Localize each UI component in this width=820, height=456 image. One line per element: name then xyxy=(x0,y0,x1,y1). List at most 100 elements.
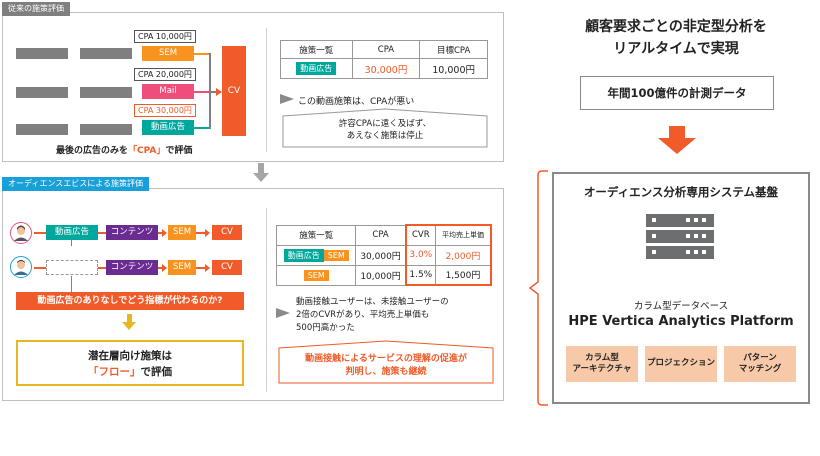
traditional-evaluation-tab: 従来の施策評価 xyxy=(2,2,70,16)
bottom-note-line2: 2倍のCVRがあり、平均売上単価も xyxy=(296,310,430,320)
missing-ad-placeholder xyxy=(46,260,98,275)
flow-line xyxy=(34,232,46,234)
placeholder-bar xyxy=(80,87,132,98)
cpa-label-mail: CPA 20,000円 xyxy=(134,68,196,81)
flow-line xyxy=(158,232,164,234)
feature-columnar-architecture: カラム型 アーキテクチャ xyxy=(566,346,638,382)
table-header: CPA xyxy=(355,224,407,246)
video-ad-tag: 動画広告 xyxy=(283,248,324,262)
result-line1: 潜在層向け施策は xyxy=(88,350,172,362)
down-arrow-icon xyxy=(122,322,136,330)
flow-cv: CV xyxy=(212,260,242,275)
user-icon xyxy=(10,256,32,278)
flow-sem: SEM xyxy=(168,260,196,275)
right-title-line2: リアルタイムで実現 xyxy=(613,41,739,57)
flow-content: コンテンツ xyxy=(106,260,158,275)
result-post: で評価 xyxy=(140,366,173,378)
result-line2: 「フロー」で評価 xyxy=(16,364,244,379)
server-rack xyxy=(646,214,714,227)
arrow-right-icon xyxy=(205,264,210,272)
down-arrow-shaft xyxy=(669,126,685,138)
table-cell: 30,000円 xyxy=(351,58,421,79)
top-cpa-table: 施策一覧 CPA 目標CPA 動画広告 30,000円 10,000円 xyxy=(280,40,488,79)
audience-ebis-tab: オーディエンスエビスによる施策評価 xyxy=(2,177,150,191)
flow-line xyxy=(196,232,206,234)
arrow-right-icon xyxy=(280,94,294,104)
bottom-conclusion-box xyxy=(278,340,494,384)
caption-post: で評価 xyxy=(165,146,193,156)
measurement-data-box xyxy=(580,76,774,110)
top-caption: 最後の広告のみを「CPA」で評価 xyxy=(56,143,192,156)
table-cell: 10,000円 xyxy=(355,264,407,286)
placeholder-bar xyxy=(16,87,68,98)
placeholder-bar xyxy=(80,48,132,59)
placeholder-bar xyxy=(16,124,68,135)
flow-line xyxy=(196,267,206,269)
table-header: CVR xyxy=(404,224,436,246)
panel-divider xyxy=(266,28,267,152)
right-title-line1: 顧客要求ごとの非定型分析を xyxy=(585,19,767,35)
cpa-label-video: CPA 30,000円 xyxy=(134,104,196,117)
user-icon xyxy=(10,222,32,244)
result-box xyxy=(16,340,244,386)
caption-pre: 最後の広告のみを xyxy=(56,146,129,156)
arrow-right-icon xyxy=(205,229,210,237)
table-cell: 1,500円 xyxy=(434,264,492,286)
question-bar: 動画広告のありなしでどう指標が代わるのか? xyxy=(16,292,244,310)
flow-line xyxy=(98,232,106,234)
table-cell: 1.5% xyxy=(404,264,436,286)
down-arrow-icon xyxy=(658,138,696,154)
sem-tag: SEM xyxy=(303,269,329,281)
connector-line xyxy=(194,127,210,129)
table-row: 動画広告 30,000円 10,000円 xyxy=(280,58,488,79)
db-label: カラム型データベース xyxy=(633,301,729,312)
channel-video-ad: 動画広告 xyxy=(142,120,194,135)
arrow-right-icon xyxy=(276,308,290,318)
conclusion-box xyxy=(282,108,488,148)
table-cell: SEM xyxy=(275,264,357,286)
system-title: オーディエンス分析専用システム基盤 xyxy=(583,185,779,199)
flow-cv: CV xyxy=(212,225,242,240)
connector-line xyxy=(194,91,210,93)
bottom-conclusion-line1: 動画接触によるサービスの理解の促進が xyxy=(305,354,467,364)
table-header: 目標CPA xyxy=(419,40,488,59)
flow-sem: SEM xyxy=(168,225,196,240)
table-cell: 3.0% xyxy=(404,244,436,266)
bottom-note-line3: 500円高かった xyxy=(296,323,355,333)
table-cell: 動画広告 xyxy=(280,58,353,79)
flow-video-ad: 動画広告 xyxy=(46,225,98,240)
top-note: この動画施策は、CPAが悪い xyxy=(298,97,415,107)
bracket-connector xyxy=(528,170,548,406)
table-row: SEM 10,000円 1.5% 1,500円 xyxy=(275,264,492,286)
connector-line xyxy=(209,91,217,93)
table-header: 施策一覧 xyxy=(280,40,353,59)
flow-content: コンテンツ xyxy=(106,225,158,240)
table-header: CPA xyxy=(351,40,421,59)
feature-pattern-matching: パターン マッチング xyxy=(724,346,796,382)
connector-line xyxy=(71,240,72,246)
down-arrow-icon xyxy=(253,173,269,182)
table-cell: 10,000円 xyxy=(419,58,488,79)
feature-projection: プロジェクション xyxy=(645,346,717,382)
connector-line xyxy=(194,53,210,55)
arrow-right-icon xyxy=(162,264,167,272)
channel-sem: SEM xyxy=(142,46,194,61)
bottom-conclusion-line2: 判明し、施策も継続 xyxy=(345,367,427,377)
top-conclusion-line2: あえなく施策は停止 xyxy=(346,131,424,141)
server-rack xyxy=(646,246,714,259)
flow-line xyxy=(98,267,106,269)
panel-divider xyxy=(266,208,267,392)
caption-highlight: 「CPA」 xyxy=(128,146,166,156)
sem-tag: SEM xyxy=(323,249,349,261)
arrow-right-icon xyxy=(216,88,222,96)
table-cell: 30,000円 xyxy=(355,244,407,266)
cpa-label-sem: CPA 10,000円 xyxy=(134,30,196,43)
result-highlight: 「フロー」 xyxy=(88,366,141,378)
server-rack xyxy=(646,230,714,243)
placeholder-bar xyxy=(16,48,68,59)
down-arrow-shaft xyxy=(258,163,264,173)
channel-mail: Mail xyxy=(142,84,194,99)
